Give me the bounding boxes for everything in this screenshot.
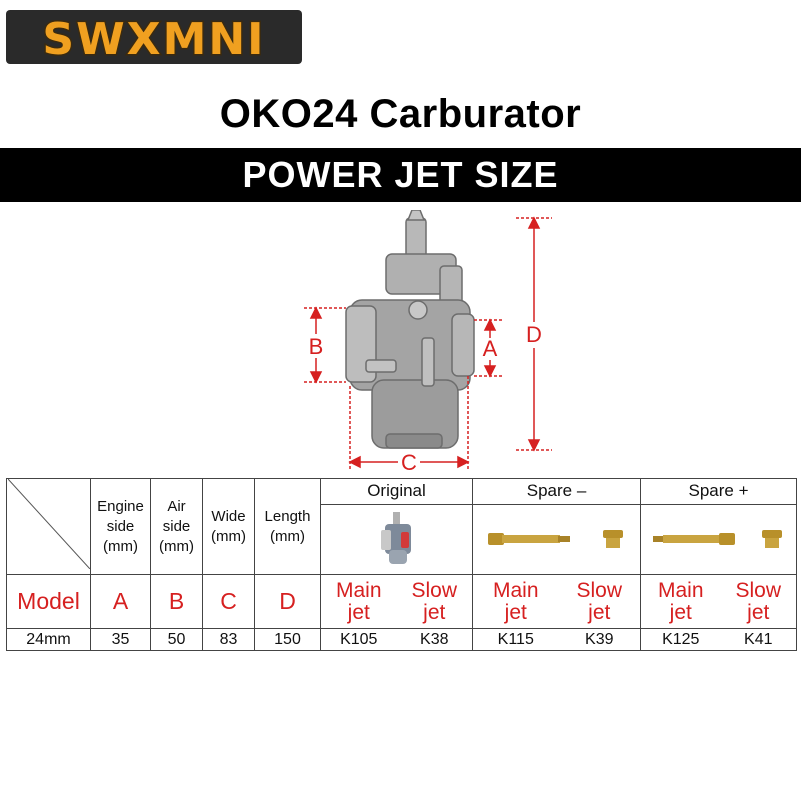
banner-text: POWER JET SIZE (242, 154, 559, 195)
cell-model: 24mm (6, 628, 91, 651)
cell-original-slow: K38 (396, 628, 473, 651)
main-jet-line1: Main (492, 578, 539, 602)
subheader-d: D (254, 574, 321, 629)
logo-background (6, 10, 302, 64)
carburetor-thumbnail (380, 512, 411, 565)
dimension-label-a: A (483, 336, 498, 361)
dimension-lines (304, 216, 552, 470)
diagonal-line (7, 478, 90, 570)
page-title: OKO24 Carburator (219, 92, 582, 136)
spare-minus-jets (473, 528, 640, 550)
main-jet-icon (487, 533, 570, 546)
original-carb-image-cell (320, 503, 473, 576)
main-jet-line2: jet (504, 600, 527, 624)
cell-spare-minus-main: K115 (472, 628, 559, 651)
slow-jet-icon (762, 530, 783, 549)
header-length-line1: Length (264, 507, 311, 525)
dimension-label-d: D (526, 322, 542, 347)
table-subheader-row: Model A B C D Main jet Slow jet Main jet… (6, 574, 798, 629)
subheader-model: Model (6, 574, 91, 629)
spec-table: Engine side (mm) Air side (mm) Wide (mm)… (6, 478, 798, 651)
subheader-spare-plus-slow-jet: Slow jet (720, 574, 798, 629)
section-banner: POWER JET SIZE (0, 148, 801, 202)
slow-jet-line1: Slow (411, 578, 458, 602)
header-engine-side-line3: (mm) (103, 537, 138, 555)
subheader-spare-plus-main-jet: Main jet (640, 574, 721, 629)
cell-d: 150 (254, 628, 321, 651)
label-bg-a (482, 338, 498, 360)
corner-cell (6, 478, 91, 575)
table-header-row: Engine side (mm) Air side (mm) Wide (mm)… (6, 478, 798, 575)
carburetor-diagram: D B A C (304, 210, 552, 475)
subheader-c: C (202, 574, 255, 629)
slow-jet-line1: Slow (576, 578, 623, 602)
header-length: Length (mm) (254, 478, 321, 575)
logo-text: SWXMNI (42, 14, 265, 65)
main-jet-line1: Main (335, 578, 382, 602)
subheader-spare-minus-slow-jet: Slow jet (558, 574, 642, 629)
table-row: 24mm 35 50 83 150 K105 K38 K115 K39 K125… (6, 628, 798, 651)
main-jet-line2: jet (669, 600, 692, 624)
slow-jet-line1: Slow (735, 578, 782, 602)
spare-plus-jets (641, 528, 796, 550)
main-jet-line2: jet (347, 600, 370, 624)
subheader-a: A (90, 574, 151, 629)
cell-c: 83 (202, 628, 255, 651)
slow-jet-icon (603, 530, 624, 549)
header-wide-line2: (mm) (211, 527, 246, 545)
header-engine-side-line1: Engine (97, 497, 144, 515)
slow-jet-line2: jet (423, 600, 446, 624)
header-air-side-line3: (mm) (159, 537, 194, 555)
header-air-side-line2: side (162, 517, 191, 535)
main-jet-line1: Main (658, 578, 704, 602)
dimension-labels: D B A C (306, 322, 544, 475)
label-bg-c (398, 450, 420, 474)
header-spare-minus: Spare – (471, 478, 642, 505)
header-air-side-line1: Air (167, 497, 186, 515)
header-wide: Wide (mm) (202, 478, 255, 575)
header-spare-plus: Spare + (640, 478, 798, 505)
cell-spare-plus-slow: K41 (720, 628, 798, 651)
spare-minus-image-cell (471, 503, 642, 576)
subheader-original-main-jet: Main jet (320, 574, 397, 629)
cell-spare-minus-slow: K39 (558, 628, 642, 651)
label-bg-b (306, 334, 326, 358)
subheader-b: B (150, 574, 203, 629)
main-jet-icon (652, 533, 735, 546)
brand-logo: SWXMNI (6, 10, 302, 67)
subheader-original-slow-jet: Slow jet (396, 574, 473, 629)
carburetor-illustration (345, 210, 475, 449)
subheader-spare-minus-main-jet: Main jet (472, 574, 559, 629)
cell-a: 35 (90, 628, 151, 651)
dimension-label-c: C (401, 450, 417, 475)
cell-original-main: K105 (320, 628, 397, 651)
header-air-side: Air side (mm) (150, 478, 203, 575)
header-engine-side: Engine side (mm) (90, 478, 151, 575)
slow-jet-line2: jet (747, 600, 770, 624)
header-wide-line1: Wide (211, 507, 246, 525)
label-bg-d (524, 322, 544, 348)
header-length-line2: (mm) (270, 527, 305, 545)
header-engine-side-line2: side (106, 517, 135, 535)
dimension-label-b: B (309, 334, 324, 359)
spare-plus-image-cell (640, 503, 798, 576)
table-image-row (7, 503, 798, 576)
cell-b: 50 (150, 628, 203, 651)
cell-spare-plus-main: K125 (640, 628, 721, 651)
slow-jet-line2: jet (588, 600, 611, 624)
header-original: Original (320, 478, 473, 505)
